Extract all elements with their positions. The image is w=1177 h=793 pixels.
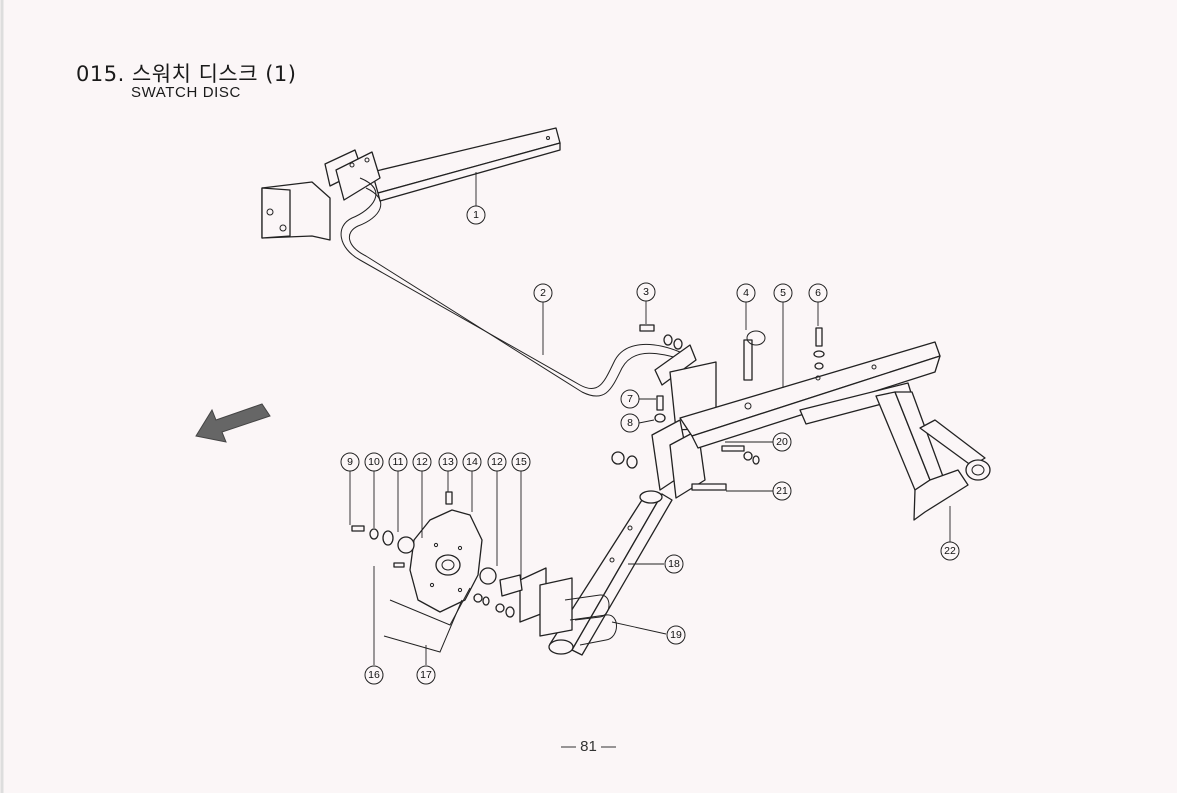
part-18-arm-tube [548,490,673,656]
svg-text:3: 3 [643,286,649,298]
svg-text:15: 15 [515,456,527,468]
callout-12-second: 12 [487,452,507,472]
callout-6: 6 [808,283,828,303]
part-19-u-bolts [564,594,617,646]
part-5-main-beam [679,341,941,449]
callout-8: 8 [620,413,640,433]
callout-21: 21 [772,481,792,501]
page-subtitle: SWATCH DISC [131,84,241,101]
svg-text:7: 7 [627,393,633,405]
callout-22: 22 [940,541,960,561]
page-number: — 81 — [560,738,617,755]
svg-text:21: 21 [776,485,788,497]
callout-5: 5 [773,283,793,303]
svg-text:19: 19 [670,629,682,641]
travel-direction-arrow-icon [195,403,271,443]
callout-14: 14 [462,452,482,472]
small-hardware [351,324,825,653]
leader-lines [349,172,951,665]
part-22-support-leg [875,391,991,521]
callout-20: 20 [772,432,792,452]
callout-12: 12 [412,452,432,472]
svg-text:5: 5 [780,287,786,299]
page-title: 015. 스워치 디스크 (1) [76,62,297,86]
callout-10: 10 [364,452,384,472]
callout-1: 1 [466,205,486,225]
callout-17: 17 [416,665,436,685]
svg-text:10: 10 [368,456,380,468]
callout-15: 15 [511,452,531,472]
svg-text:22: 22 [944,545,956,557]
part-15-hub-plate [499,567,573,637]
callout-4: 4 [736,283,756,303]
callout-16: 16 [364,665,384,685]
svg-text:12: 12 [491,456,503,468]
svg-text:4: 4 [743,287,749,299]
callout-7: 7 [620,389,640,409]
svg-text:17: 17 [420,669,432,681]
callout-18: 18 [664,554,684,574]
svg-text:13: 13 [442,456,454,468]
callout-3: 3 [636,282,656,302]
svg-text:9: 9 [347,456,353,468]
part-1-frame-beam [261,127,561,241]
callout-11: 11 [388,452,408,472]
svg-text:14: 14 [466,456,478,468]
callout-2: 2 [533,283,553,303]
callout-13: 13 [438,452,458,472]
svg-text:18: 18 [668,558,680,570]
part-2-bent-rod [340,177,685,397]
callout-9: 9 [340,452,360,472]
svg-text:8: 8 [627,417,633,429]
svg-text:16: 16 [368,669,380,681]
callout-19: 19 [666,625,686,645]
svg-text:6: 6 [815,287,821,299]
svg-text:20: 20 [776,436,788,448]
svg-text:11: 11 [393,456,404,468]
svg-text:12: 12 [416,456,428,468]
svg-text:1: 1 [473,209,479,221]
part-14-swatch-disc [409,509,483,613]
svg-text:2: 2 [540,287,546,299]
